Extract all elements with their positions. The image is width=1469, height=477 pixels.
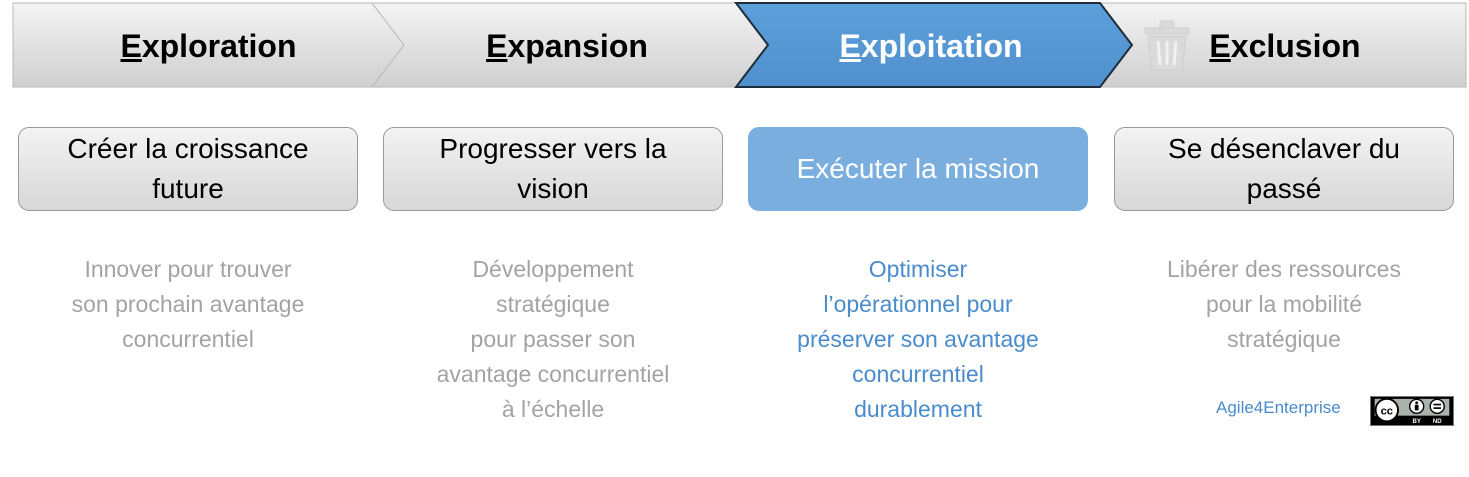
description-line: Libérer des ressources — [1167, 256, 1401, 282]
card-line: Exécuter la mission — [796, 153, 1040, 184]
description-line: Optimiser — [868, 256, 968, 282]
license-label-nd: ND — [1433, 419, 1442, 425]
phase-rest: xploration — [141, 28, 297, 64]
phase-title-exclusion: Exclusion — [1200, 22, 1370, 70]
description-line: pour passer son — [470, 326, 636, 352]
description-line: Innover pour trouver — [84, 256, 292, 282]
license-label-by: BY — [1412, 419, 1420, 425]
attribution-icon — [1408, 398, 1425, 415]
card-line: Progresser vers la — [439, 133, 667, 164]
description-line: à l’échelle — [501, 396, 605, 422]
description-line: son prochain avantage — [71, 291, 305, 317]
no-derivatives-icon — [1429, 398, 1445, 415]
description-line: concurrentiel — [852, 361, 984, 387]
card-line: vision — [517, 173, 589, 204]
phase-description-exclusion: Libérer des ressources pour la mobilité … — [1114, 252, 1454, 357]
phase-title-exploitation: Exploitation — [744, 22, 1118, 70]
description-line: l’opérationnel pour — [823, 291, 1013, 317]
phase-initial: E — [486, 28, 508, 64]
phase-title-exploration: Exploration — [13, 22, 404, 70]
phase-card-expansion: Progresser vers la vision — [383, 127, 723, 211]
credit-label[interactable]: Agile4Enterprise — [1216, 398, 1341, 417]
card-line: passé — [1246, 173, 1322, 204]
phase-rest: xclusion — [1230, 28, 1361, 64]
card-line: Se désenclaver du — [1168, 133, 1400, 164]
phase-card-exploitation: Exécuter la mission — [748, 127, 1088, 211]
phase-title-expansion: Expansion — [380, 22, 754, 70]
description-line: stratégique — [1227, 326, 1341, 352]
card-line: future — [152, 173, 224, 204]
phase-initial: E — [1209, 28, 1231, 64]
description-line: stratégique — [496, 291, 610, 317]
phase-initial: E — [120, 28, 142, 64]
description-line: préserver son avantage — [797, 326, 1039, 352]
svg-text:cc: cc — [1381, 406, 1393, 418]
description-line: avantage concurrentiel — [436, 361, 670, 387]
description-line: concurrentiel — [122, 326, 254, 352]
phase-card-exploration: Créer la croissance future — [18, 127, 358, 211]
phase-card-exclusion: Se désenclaver du passé — [1114, 127, 1454, 211]
phase-chevron-exploitation — [733, 2, 1134, 88]
phase-description-exploitation: Optimiser l’opérationnel pour préserver … — [748, 252, 1088, 427]
phase-description-expansion: Développement stratégique pour passer so… — [383, 252, 723, 427]
card-line: Créer la croissance — [67, 133, 309, 164]
phase-rest: xpansion — [507, 28, 648, 64]
creative-commons-icon: cc — [1374, 397, 1399, 423]
phase-description-exploration: Innover pour trouver son prochain avanta… — [18, 252, 358, 357]
phase-rest: xploitation — [860, 28, 1023, 64]
phase-chevron-bar — [12, 2, 1467, 88]
description-line: Développement — [472, 256, 634, 282]
cc-license-badge[interactable]: cc BY ND — [1370, 396, 1454, 426]
description-line: durablement — [854, 396, 982, 422]
phase-initial: E — [839, 28, 861, 64]
trash-icon — [1144, 20, 1190, 71]
description-line: pour la mobilité — [1206, 291, 1362, 317]
